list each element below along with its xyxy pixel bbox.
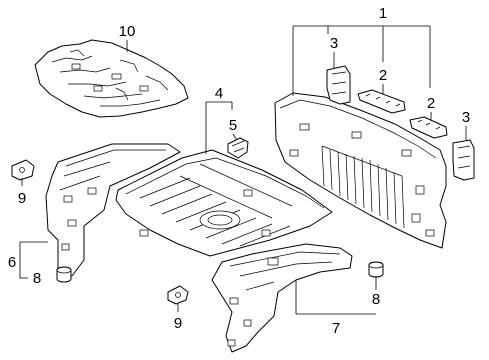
- part-2-reinforcement-left: [357, 89, 406, 114]
- callout-9-lower: 9: [174, 315, 182, 332]
- part-6-side-rail: [45, 143, 181, 277]
- part-1-rear-panel: [274, 92, 447, 249]
- part-2-reinforcement-right: [409, 116, 448, 139]
- callout-2-right: 2: [427, 95, 435, 112]
- part-8-plug-right: [368, 261, 384, 278]
- callout-8-right: 8: [372, 291, 380, 308]
- part-3-bracket-right: [452, 139, 475, 181]
- callout-3-right: 3: [462, 109, 470, 126]
- part-8-plug-left: [56, 266, 72, 283]
- part-9-clip-lower: [167, 285, 189, 305]
- callout-6: 6: [8, 254, 16, 271]
- part-9-clip-upper: [11, 159, 35, 181]
- part-5-bracket: [227, 137, 249, 159]
- callouts: 1 3 2 2 3 10 4 5 9 6 8 9 8 7: [8, 5, 470, 337]
- callout-8-left: 8: [33, 270, 41, 287]
- part-3-bracket-left: [326, 65, 351, 105]
- part-4-package-tray: [115, 149, 333, 257]
- callout-7: 7: [332, 320, 340, 337]
- part-10-insulator: [34, 39, 189, 118]
- callout-10: 10: [119, 23, 136, 40]
- callout-1: 1: [379, 5, 387, 22]
- leader-lines: [19, 25, 467, 315]
- callout-2-left: 2: [379, 67, 387, 84]
- callout-4: 4: [215, 85, 223, 102]
- part-7-side-rail: [211, 243, 353, 353]
- callout-3-left: 3: [330, 35, 338, 52]
- callout-5: 5: [229, 117, 237, 134]
- callout-9-upper: 9: [18, 190, 26, 207]
